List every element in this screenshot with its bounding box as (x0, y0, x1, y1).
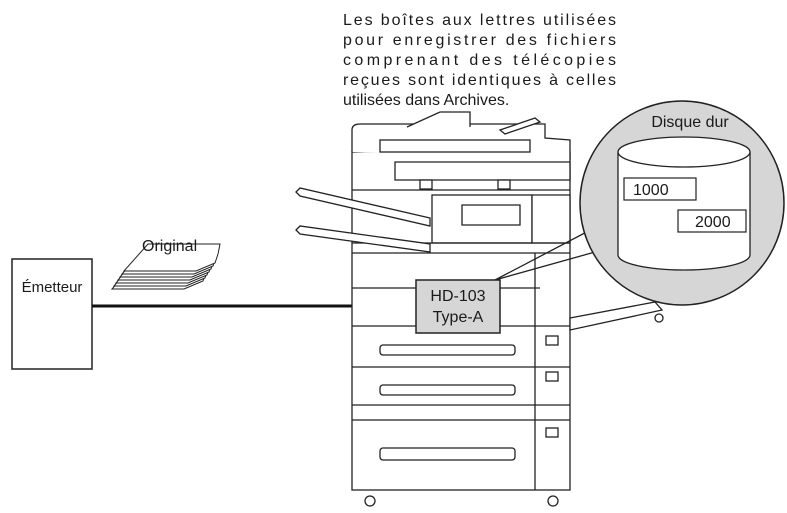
note-line-2: pour enregistrer des fichiers (343, 32, 616, 49)
note-line-4: reçues sont identiques à celles (343, 72, 616, 89)
mailbox-2000: 2000 (695, 214, 731, 231)
sender-label: Émetteur (22, 279, 83, 296)
note-line-3: comprenant des télécopies (343, 52, 616, 69)
original-label: Original (142, 238, 197, 255)
note-line-1: Les boîtes aux lettres utilisées (343, 12, 616, 29)
hdd-unit-type: Type-A (433, 309, 484, 326)
hdd-unit-box: HD-103 Type-A (416, 280, 500, 333)
hard-disk-callout: Disque dur 1000 2000 (580, 101, 784, 305)
explanatory-note: Les boîtes aux lettres utilisées pour en… (343, 12, 616, 109)
sender-fax-box: Émetteur (12, 259, 92, 369)
hdd-unit-model: HD-103 (430, 288, 485, 305)
mailbox-1000: 1000 (633, 182, 669, 199)
note-line-5: utilisées dans Archives. (343, 92, 509, 109)
hard-disk-title: Disque dur (651, 114, 729, 131)
